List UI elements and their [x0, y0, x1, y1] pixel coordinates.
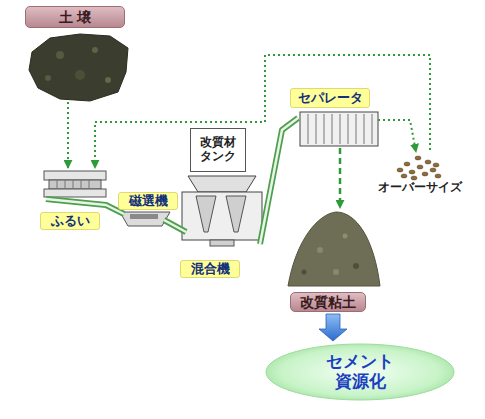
conveyor-belt [164, 220, 186, 232]
connector-group [319, 314, 347, 341]
magnet-node: 磁選機 [116, 192, 180, 228]
soil-speck [56, 51, 64, 59]
connector-group [68, 102, 69, 168]
clay-node: 改質粘土 [284, 206, 382, 312]
result-ellipse: セメント 資源化 [265, 343, 455, 401]
soil-photo [29, 34, 128, 101]
pellet [435, 174, 441, 178]
pellets [397, 156, 441, 180]
magnet-chute [120, 212, 170, 226]
mixer-hopper [188, 176, 256, 192]
sieve-node: ふるい [40, 168, 110, 230]
label-tag: ふるい [40, 212, 100, 230]
conveyor-inner [164, 220, 186, 232]
mixer-cone [226, 196, 246, 232]
separator-body [300, 112, 378, 146]
sieve-top [44, 171, 106, 180]
oversize-node: オーバーサイズ [370, 150, 470, 198]
pellet [409, 170, 415, 174]
soil-speck [105, 77, 111, 83]
dotted-arrow [378, 120, 416, 152]
conveyor-belt [260, 118, 298, 244]
dotted-arrow [95, 55, 430, 168]
label-tag: 土 壌 [25, 6, 125, 28]
clay-speck [343, 234, 348, 239]
pellet [422, 172, 428, 176]
separator-slats [308, 114, 372, 144]
mixer-cone [196, 196, 216, 232]
clay-speck [317, 247, 323, 253]
connector-group [95, 55, 430, 168]
ellipse-shape [266, 344, 454, 400]
clay-speck [353, 263, 359, 269]
pellet [411, 176, 417, 180]
connector-group [164, 220, 186, 232]
label-tag: 混合機 [180, 260, 240, 278]
label-tag: セパレータ [290, 88, 370, 108]
clay-speck [302, 270, 307, 275]
node-label: 改質材 タンク [191, 129, 245, 171]
connector-group [378, 120, 416, 152]
soil-speck [75, 70, 85, 80]
sieve-lines [57, 180, 89, 189]
block-arrow [319, 314, 347, 341]
mixer-body [182, 192, 262, 240]
clay-speck [333, 269, 339, 275]
conveyor-inner [260, 118, 298, 244]
pellet [415, 156, 421, 160]
dashed-arrow [339, 148, 342, 208]
soil-node: 土 壌 [25, 6, 131, 102]
mixer-outlet [210, 240, 234, 246]
sieve-mesh [49, 180, 101, 189]
label-tag: 改質粘土 [290, 292, 366, 312]
pellet [425, 160, 431, 164]
node-label: オーバーサイズ [372, 180, 468, 196]
label-tag: 磁選機 [118, 192, 178, 210]
node-label: セメント 資源化 [318, 347, 402, 397]
pellet [430, 168, 436, 172]
soil-speck [45, 75, 51, 81]
connector-group [260, 118, 298, 244]
pellet [404, 162, 410, 166]
magnet-bar [130, 214, 158, 219]
pellet [433, 163, 439, 167]
separator-node: セパレータ [290, 88, 382, 148]
pellet [397, 168, 403, 172]
mixer-node: 混合機 [178, 174, 264, 280]
sieve-base [44, 189, 106, 197]
pellet [417, 165, 423, 169]
tank-box: 改質材 タンク [190, 128, 246, 172]
pellet [401, 174, 407, 178]
clay-photo [288, 212, 380, 286]
dotted-arrow [67, 102, 69, 168]
connector-group [340, 148, 341, 208]
soil-speck [92, 47, 98, 53]
